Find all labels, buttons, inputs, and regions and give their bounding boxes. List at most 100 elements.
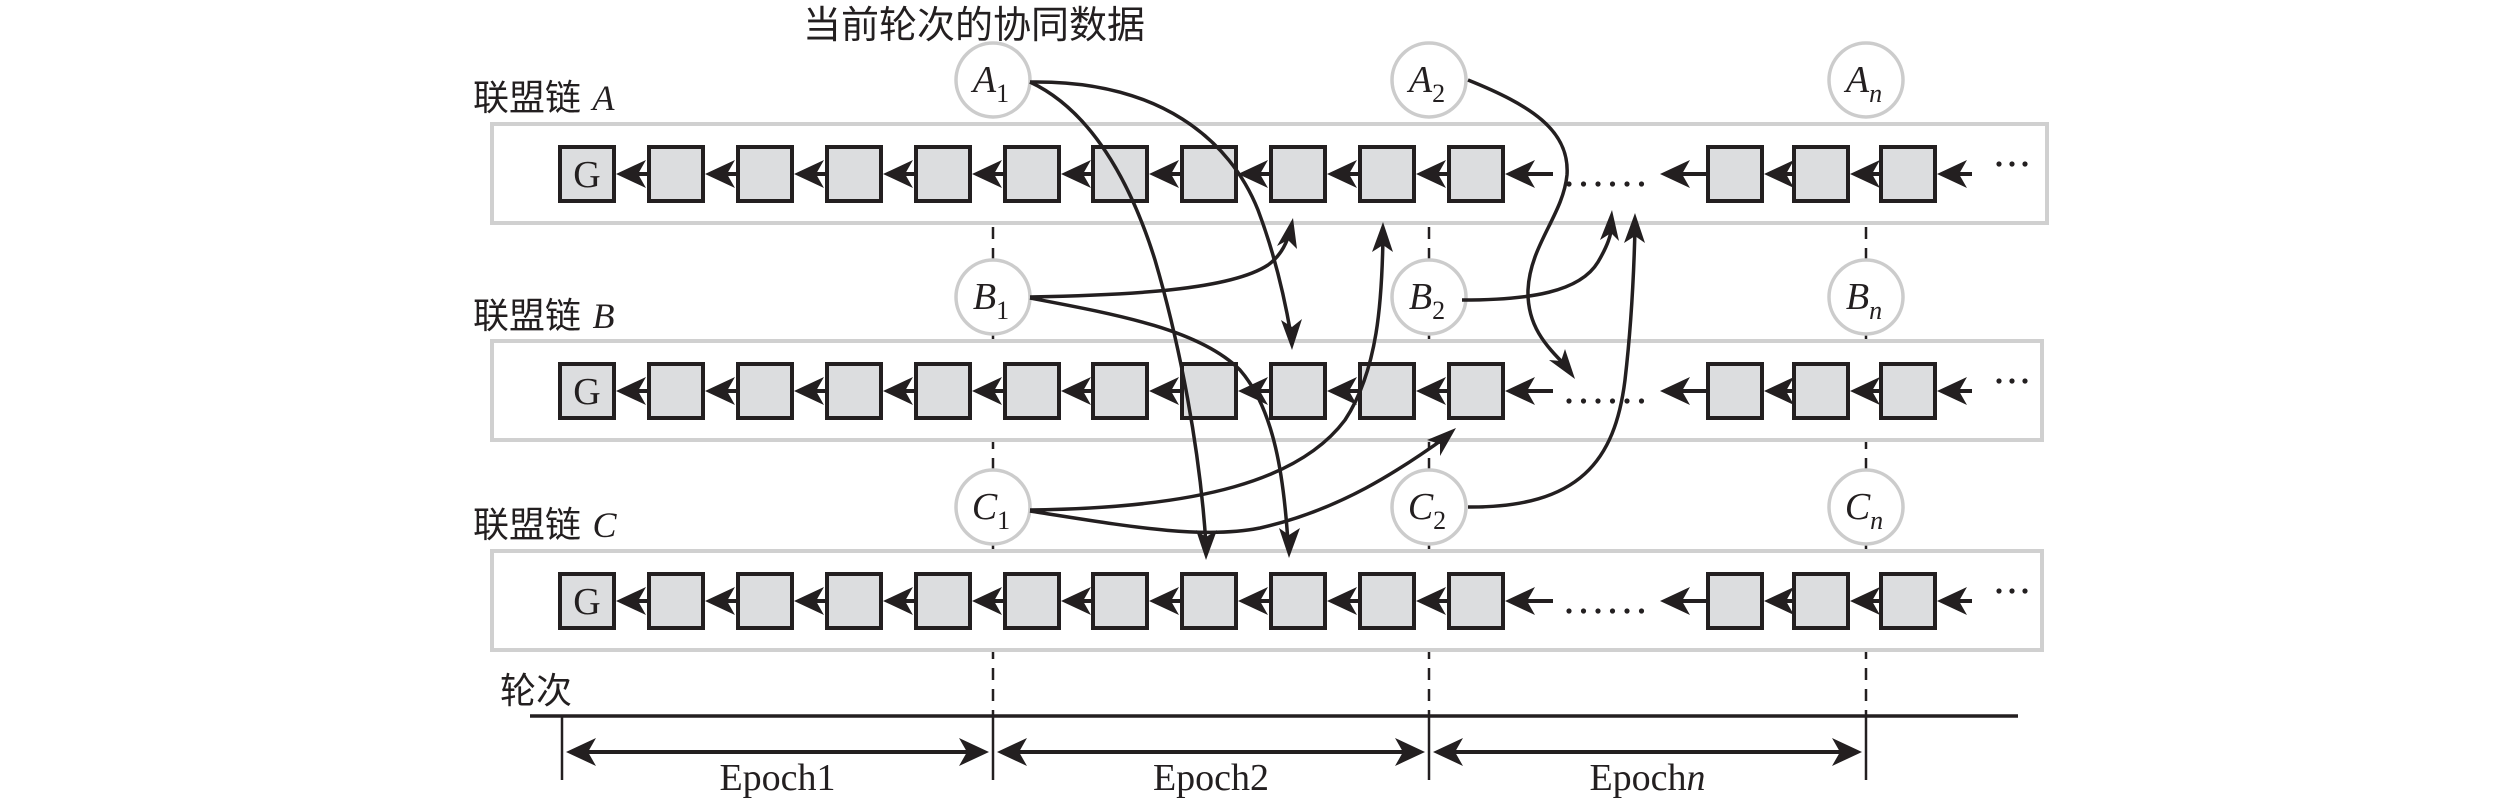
epoch-span-right-head <box>1832 738 1862 766</box>
block <box>1792 362 1850 420</box>
node-circle <box>1390 41 1468 119</box>
block-link-arrow-head <box>705 587 735 615</box>
block <box>1003 362 1061 420</box>
arrowhead-c1-to-a <box>1372 222 1393 252</box>
node-label: A2 <box>1406 59 1445 108</box>
link-b1-to-chain-c <box>1029 296 1290 544</box>
node-label: An <box>1843 59 1882 108</box>
block-link-arrow-head <box>1061 377 1091 405</box>
chain-label: 联盟链 C <box>473 505 617 546</box>
chain-b: 联盟链 BG……··· <box>473 296 2044 442</box>
chain-label-prefix: 联盟链 <box>473 78 592 119</box>
block <box>825 145 883 203</box>
block <box>1447 362 1505 420</box>
node-label: C2 <box>1408 486 1446 535</box>
chain-label: 联盟链 B <box>473 296 614 337</box>
block-link-arrow-head <box>1764 160 1794 188</box>
block-link-arrow-head <box>705 377 735 405</box>
block-link-arrow-head <box>1764 377 1794 405</box>
block-link-arrow-head <box>1149 160 1179 188</box>
block-link-arrow-head <box>1149 377 1179 405</box>
link-a2-to-chain-b <box>1467 78 1569 368</box>
genesis-block <box>558 145 616 203</box>
block-link-arrow-head <box>705 160 735 188</box>
arrowhead-a2-to-b <box>1549 349 1575 379</box>
block-link-arrow-head <box>883 587 913 615</box>
timeline-label: 轮次 <box>500 671 572 712</box>
block <box>1003 572 1061 630</box>
ellipsis-link-arrow-head <box>1505 587 1535 615</box>
link-c1-to-chain-b <box>1029 435 1448 535</box>
block-link-arrow-head <box>794 160 824 188</box>
ellipsis-link-arrow-head <box>1505 377 1535 405</box>
ellipsis-dots: …… <box>1566 608 1645 614</box>
block-link-arrow-head <box>883 160 913 188</box>
arrowhead-b1-to-c <box>1279 528 1300 558</box>
block-link-arrow-head <box>1850 377 1880 405</box>
block <box>1269 145 1327 203</box>
epoch-span-right-head <box>1395 738 1425 766</box>
block <box>914 362 972 420</box>
block-link-arrow-head <box>1660 377 1690 405</box>
block <box>1269 362 1327 420</box>
more-indicator: ··· <box>1996 161 2028 167</box>
block <box>914 572 972 630</box>
node-label: B1 <box>973 276 1009 325</box>
chain-label-var: C <box>592 505 617 545</box>
node-label: C1 <box>972 486 1010 535</box>
block <box>825 572 883 630</box>
genesis-block <box>558 572 616 630</box>
node-a2: A2 <box>1390 41 1468 119</box>
block <box>647 145 705 203</box>
chain-c: 联盟链 CG……··· <box>473 505 2044 652</box>
more-indicator: ··· <box>1996 378 2028 384</box>
chain-label-var: A <box>590 78 615 118</box>
epoch-label: Epochn <box>1589 757 1705 799</box>
node-label: A1 <box>970 59 1009 108</box>
block <box>914 145 972 203</box>
block-link-arrow-head <box>1061 160 1091 188</box>
arrowhead-b1-to-a <box>1277 218 1297 249</box>
block-link-arrow-head <box>1850 160 1880 188</box>
chain-label: 联盟链 A <box>473 78 615 119</box>
block <box>1447 145 1505 203</box>
node-c1: C1 <box>954 468 1032 546</box>
block-link-arrow-head <box>1238 587 1268 615</box>
node-bn: Bn <box>1827 258 1905 336</box>
node-circle <box>954 468 1032 546</box>
block-link-arrow-head <box>794 377 824 405</box>
block-link-arrow-head <box>1416 160 1446 188</box>
block <box>1091 362 1149 420</box>
node-circle <box>1390 468 1468 546</box>
link-c2-to-chain-a <box>1467 227 1637 509</box>
block <box>1706 362 1764 420</box>
chain-label-prefix: 联盟链 <box>473 296 592 337</box>
block <box>1706 572 1764 630</box>
block <box>736 572 794 630</box>
genesis-label: G <box>573 154 600 196</box>
node-b1: B1 <box>954 258 1032 336</box>
block-link-arrow-head <box>883 377 913 405</box>
chain-a: 联盟链 AG……··· <box>473 78 2049 225</box>
epoch-span-2: Epoch2 <box>997 738 1425 799</box>
arrowhead-c2-to-a <box>1624 213 1645 243</box>
link-b2-to-chain-a <box>1461 224 1614 302</box>
block-link-arrow-head <box>1660 587 1690 615</box>
genesis-label: G <box>573 371 600 413</box>
block <box>1358 145 1416 203</box>
block-link-arrow-head <box>794 587 824 615</box>
node-label: Bn <box>1846 276 1882 325</box>
block-link-arrow-head <box>1416 377 1446 405</box>
block <box>1879 362 1937 420</box>
chain-label-prefix: 联盟链 <box>473 505 592 546</box>
link-b1-to-chain-a <box>1029 229 1292 299</box>
block-link-arrow-head <box>1061 587 1091 615</box>
chains: 联盟链 AG……···联盟链 BG……···联盟链 CG……··· <box>473 78 2049 652</box>
node-a1: A1 <box>954 41 1032 119</box>
block <box>647 362 705 420</box>
node-an: An <box>1827 41 1905 119</box>
node-c2: C2 <box>1390 468 1468 546</box>
block-link-arrow-head <box>1149 587 1179 615</box>
